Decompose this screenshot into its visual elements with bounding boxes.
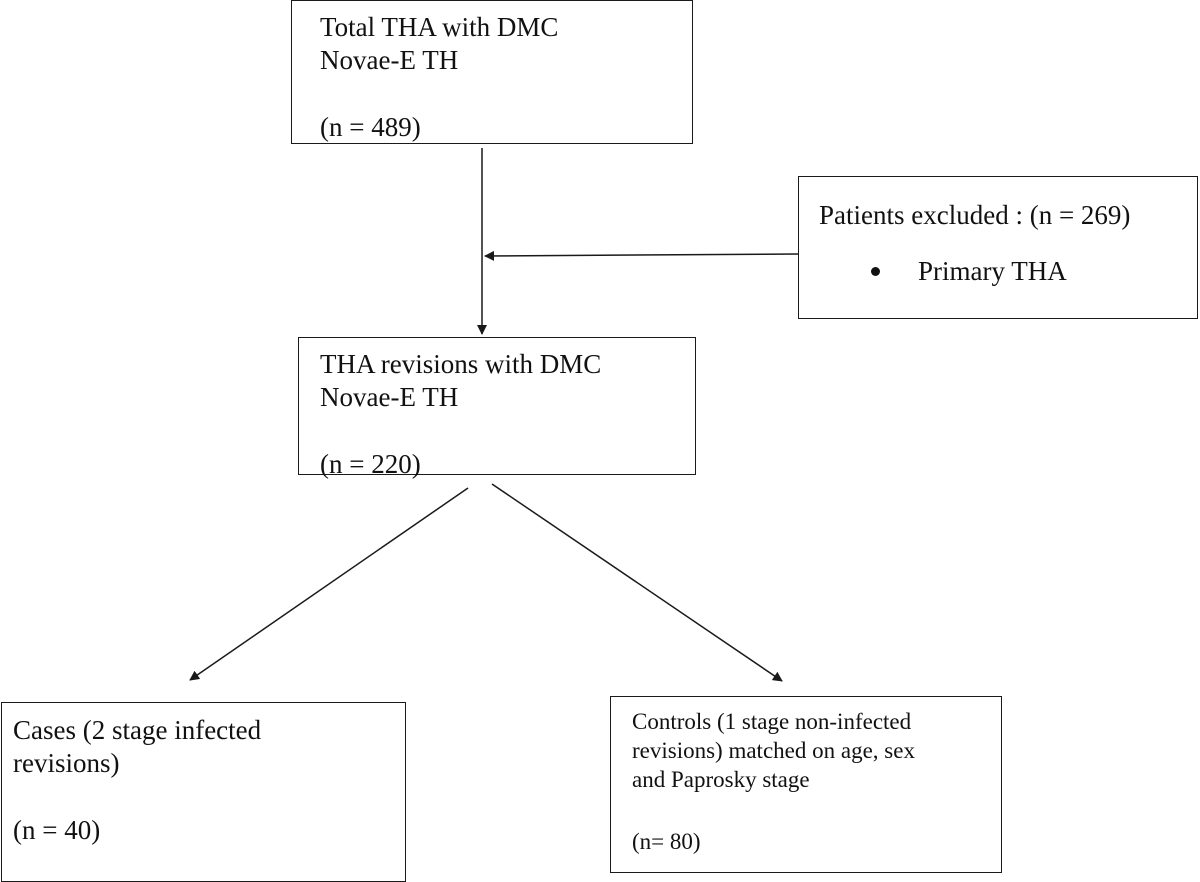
total-tha-line1: Total THA with DMC <box>320 12 559 42</box>
cases-count: (n = 40) <box>13 815 101 845</box>
tha-revisions-line1: THA revisions with DMC <box>320 349 602 379</box>
excluded-reason-item: Primary THA <box>819 255 1197 288</box>
controls-line2: revisions) matched on age, sex <box>632 738 915 763</box>
total-tha-box: Total THA with DMC Novae-E TH (n = 489) <box>291 0 693 144</box>
arrow-revisions-to-controls <box>491 483 783 682</box>
total-tha-line2: Novae-E TH <box>320 45 459 75</box>
arrow-excluded-branch <box>484 250 799 261</box>
controls-box: Controls (1 stage non-infected revisions… <box>610 696 1002 873</box>
controls-line1: Controls (1 stage non-infected <box>632 709 912 734</box>
tha-revisions-line2: Novae-E TH <box>320 382 459 412</box>
cases-box: Cases (2 stage infected revisions) (n = … <box>1 702 406 882</box>
controls-count: (n= 80) <box>632 829 701 854</box>
patients-excluded-box: Patients excluded : (n = 269) Primary TH… <box>798 176 1198 319</box>
patients-excluded-title: Patients excluded : (n = 269) <box>819 200 1131 230</box>
total-tha-count: (n = 489) <box>320 112 421 142</box>
cases-line1: Cases (2 stage infected <box>13 715 262 745</box>
tha-revisions-count: (n = 220) <box>320 449 421 479</box>
excluded-reason-label: Primary THA <box>918 256 1067 286</box>
tha-revisions-box: THA revisions with DMC Novae-E TH (n = 2… <box>298 337 696 479</box>
controls-line3: and Paprosky stage <box>632 767 810 792</box>
cases-line2: revisions) <box>13 748 120 778</box>
bullet-icon <box>871 267 880 276</box>
arrow-revisions-to-cases <box>189 487 469 681</box>
